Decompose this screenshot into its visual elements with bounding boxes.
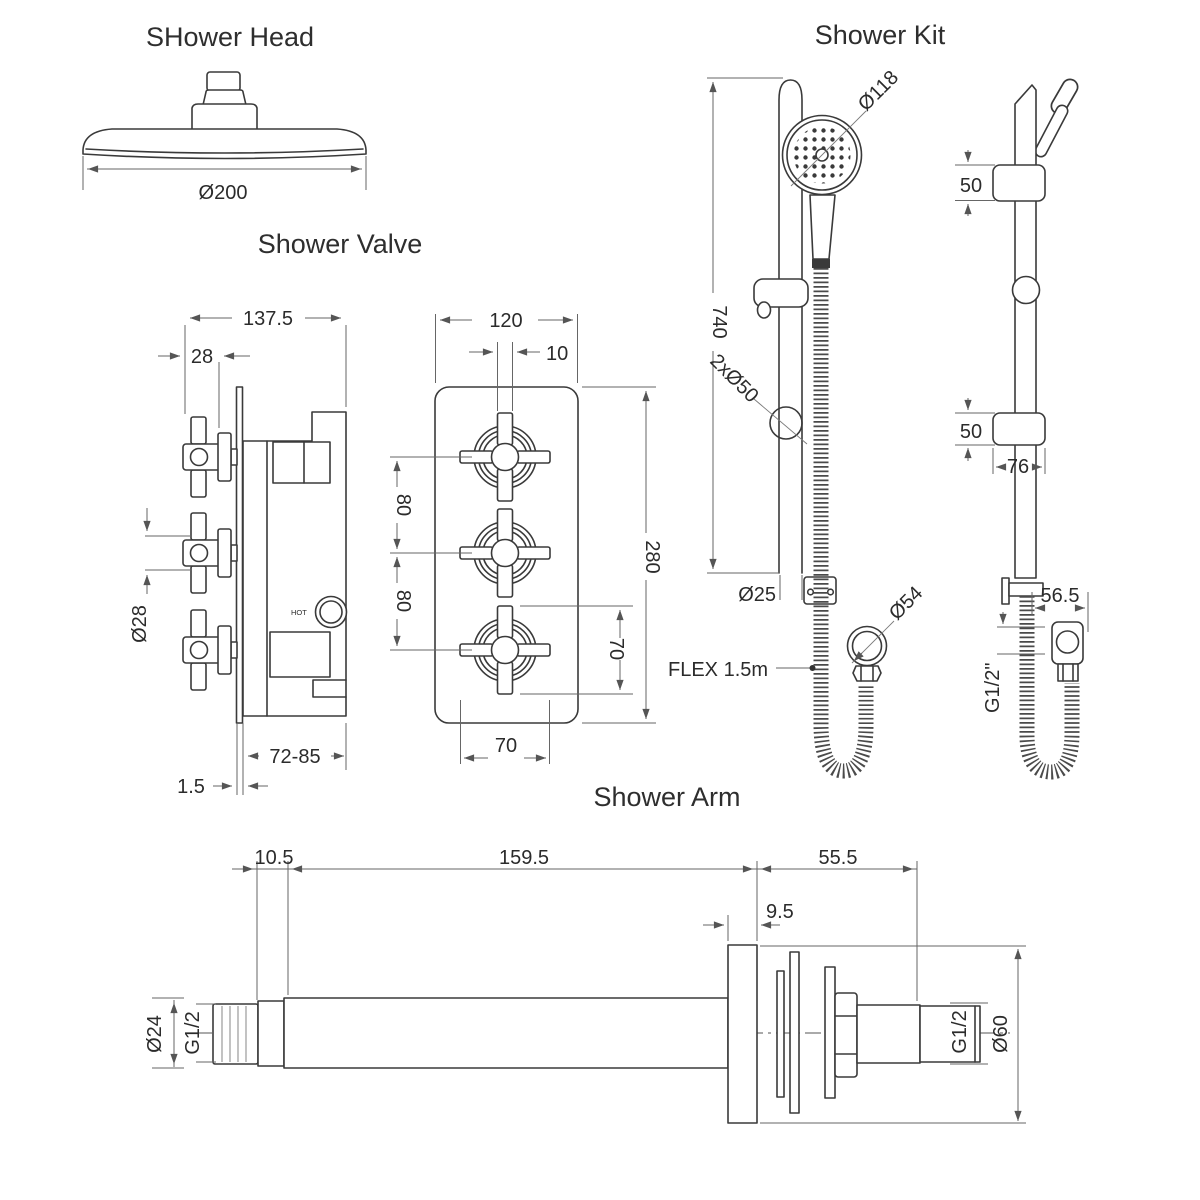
- shower-head-drawing: SHower Head Ø200: [82, 22, 367, 204]
- kit-side-outlet: [1051, 621, 1084, 682]
- kit-side-holder-bottom: [992, 412, 1046, 446]
- kit-side-drawing: 50 50 76 56.5 G1/2": [955, 78, 1089, 780]
- valve-front-dims: [390, 314, 656, 764]
- arm-washer-1: [776, 970, 785, 1098]
- kit-front-drawing: Shower Kit: [668, 20, 946, 779]
- kit-holder-knob: [756, 301, 772, 319]
- shower-valve-title: Shower Valve: [258, 229, 423, 259]
- kit-side-knob: [1011, 275, 1041, 305]
- kit-side-holder-top: [992, 164, 1046, 202]
- arm-tube: [283, 997, 729, 1069]
- dim-valve-gap-top: 80: [392, 494, 414, 516]
- dim-arm-thread-length: 10.5: [255, 847, 294, 869]
- dim-valve-plate-thickness: 1.5: [177, 776, 205, 798]
- dim-valve-depth-range: 72-85: [269, 746, 320, 768]
- dim-kit-rail-height: 740: [708, 305, 730, 338]
- head-collar: [202, 89, 247, 106]
- dim-arm-thread-out: G1/2: [949, 1010, 971, 1053]
- head-connector: [206, 71, 241, 92]
- arm-flange: [727, 944, 758, 1124]
- dim-arm-diameter: Ø24: [144, 1015, 166, 1053]
- dim-valve-handle-dia: Ø28: [129, 605, 151, 643]
- arm-washer-3: [824, 966, 836, 1099]
- dim-valve-gap-bottom: 80: [392, 590, 414, 612]
- kit-side-dims: [955, 150, 1089, 655]
- valve-side-handles: [182, 416, 238, 691]
- head-neck: [191, 103, 258, 132]
- kit-rail: [778, 79, 803, 574]
- valve-front-drawing: 120 10 80 80 280 70 70: [390, 310, 663, 764]
- dim-kit-brackets: 2xØ50: [705, 350, 762, 407]
- dim-arm-thread-in: G1/2: [182, 1011, 204, 1054]
- kit-handset: [781, 114, 863, 268]
- kit-side-rail: [1014, 84, 1037, 579]
- head-body: [82, 128, 367, 160]
- valve-cartridge-bottom: [269, 631, 331, 678]
- valve-cartridge-top: [272, 441, 331, 484]
- dim-valve-side-offset: 28: [191, 346, 213, 368]
- dim-valve-handle-height: 70: [605, 638, 627, 660]
- arm-thread-left: [212, 1003, 259, 1065]
- dim-head-diameter: Ø200: [199, 182, 248, 204]
- dim-valve-side-width: 137.5: [243, 308, 293, 330]
- valve-side-dims: [143, 314, 347, 795]
- dim-kit-outlet-dia: Ø54: [885, 582, 927, 624]
- dim-kit-holder-depth: 76: [1007, 456, 1029, 478]
- valve-side-drawing: Shower Valve HOT: [129, 229, 422, 798]
- shower-kit-title: Shower Kit: [815, 20, 946, 50]
- kit-front-dims: [707, 77, 810, 669]
- shower-arm-drawing: Shower Arm: [144, 782, 1026, 1124]
- dim-valve-height: 280: [641, 540, 663, 573]
- head-dim-200: [82, 156, 367, 190]
- kit-slider-ring: [769, 406, 803, 440]
- kit-hose: [813, 268, 874, 779]
- shower-head-title: SHower Head: [146, 22, 314, 52]
- arm-dims: [152, 861, 1026, 1124]
- dim-arm-length: 159.5: [499, 847, 549, 869]
- dim-kit-thread: G1/2": [982, 663, 1004, 713]
- dim-valve-front-width: 120: [489, 310, 522, 332]
- dim-kit-outlet-depth: 56.5: [1041, 585, 1080, 607]
- valve-hot-label: HOT: [291, 608, 307, 617]
- head-rim-line: [85, 148, 364, 154]
- dim-kit-holder-top: 50: [960, 175, 982, 197]
- arm-thread-right: [919, 1005, 981, 1063]
- dim-valve-stem: 10: [546, 343, 568, 365]
- valve-front-handles: [459, 412, 551, 695]
- dim-kit-holder-bottom: 50: [960, 421, 982, 443]
- kit-flex-label: FLEX 1.5m: [668, 659, 768, 681]
- dim-arm-wall-length: 55.5: [819, 847, 858, 869]
- dim-arm-flange-thickness: 9.5: [766, 901, 794, 923]
- dim-kit-rail-dia: Ø25: [738, 584, 776, 606]
- dim-arm-flange-dia: Ø60: [990, 1015, 1012, 1053]
- arm-washer-2: [789, 951, 800, 1114]
- dim-kit-handset-dia: Ø118: [854, 66, 903, 115]
- shower-arm-title: Shower Arm: [593, 782, 740, 812]
- kit-handset-holder: [753, 278, 809, 308]
- arm-tube-wall-side: [856, 1004, 921, 1064]
- arm-hex-nut: [834, 992, 858, 1078]
- dim-valve-spread: 70: [495, 735, 517, 757]
- arm-collar: [257, 1000, 285, 1067]
- kit-side-handset: [1034, 78, 1079, 158]
